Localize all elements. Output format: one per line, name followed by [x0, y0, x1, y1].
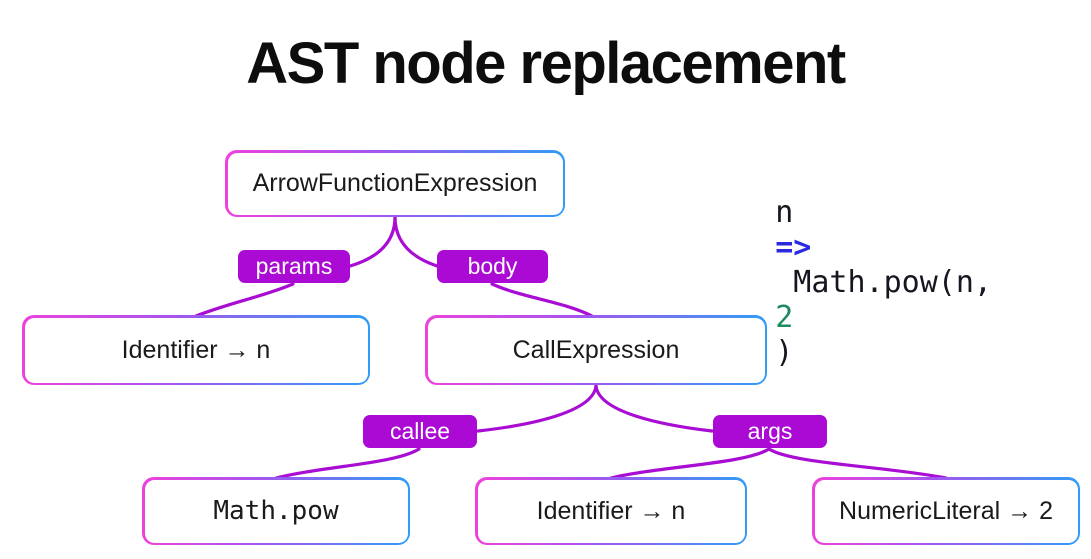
edge-label-text: callee [389, 418, 451, 444]
edge-label-text: params [255, 253, 333, 279]
edge-label-params: params [238, 250, 350, 283]
node-identifier-param: Identifier → n [22, 315, 370, 385]
edge-args-to-numericliteral [767, 447, 948, 480]
edge-root-to-params [348, 215, 397, 268]
page-title: AST node replacement [246, 31, 846, 96]
node-arrow-function-expression: ArrowFunctionExpression [225, 150, 565, 217]
edge-label-text: args [747, 418, 793, 444]
edge-label-callee: callee [363, 415, 477, 448]
node-label: NumericLiteral → 2 [814, 479, 1078, 543]
code-arrow-operator: => [775, 230, 812, 265]
edge-call-to-callee [476, 384, 598, 433]
edge-label-text: body [467, 253, 518, 279]
node-identifier-arg: Identifier → n [475, 477, 747, 545]
node-call-expression: CallExpression [425, 315, 767, 385]
edge-label-args: args [713, 415, 827, 448]
edge-label-body: body [437, 250, 548, 283]
edge-params-to-identifier [194, 282, 295, 318]
edge-callee-to-mathpow [274, 447, 421, 480]
code-call-text: Math.pow(n, [775, 265, 1011, 300]
node-label: CallExpression [427, 317, 765, 383]
node-label: Identifier → n [477, 479, 745, 543]
edge-body-to-callexpression [490, 282, 594, 318]
node-label: ArrowFunctionExpression [227, 152, 563, 215]
code-snippet: n => Math.pow(n, 2 ) [703, 160, 1010, 405]
node-math-pow: Math.pow [142, 477, 410, 545]
code-close-paren: ) [775, 335, 794, 370]
code-number-literal: 2 [775, 300, 794, 335]
edge-call-to-args [594, 384, 714, 433]
node-label: Identifier → n [24, 317, 368, 383]
edge-args-to-identifier [609, 447, 771, 480]
edge-root-to-body [393, 215, 439, 268]
code-identifier-n: n [775, 195, 812, 230]
node-label: Math.pow [144, 479, 408, 543]
node-numeric-literal: NumericLiteral → 2 [812, 477, 1080, 545]
